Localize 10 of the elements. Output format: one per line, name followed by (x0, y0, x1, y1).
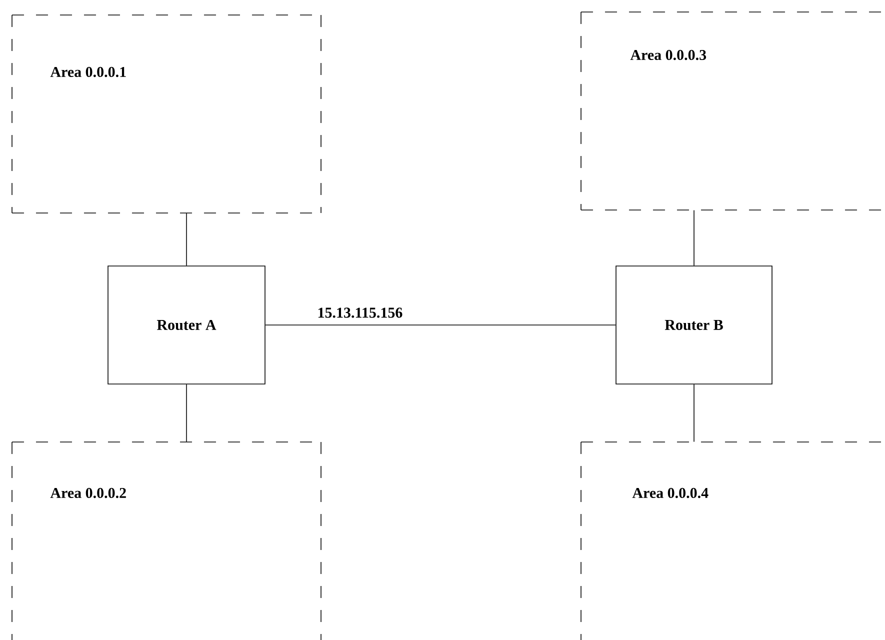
connector-line (186, 212, 187, 266)
router-box: Router A (108, 266, 266, 384)
router-box: Router B (616, 266, 772, 384)
edge-label: 15.13.115.156 (316, 306, 404, 319)
connector-line (265, 324, 616, 326)
connector-line (186, 384, 187, 442)
area-box: Area 0.0.0.3 (580, 12, 885, 210)
area-box: Area 0.0.0.2 (12, 442, 322, 640)
area-box: Area 0.0.0.1 (12, 14, 322, 214)
area-box: Area 0.0.0.4 (580, 442, 885, 640)
